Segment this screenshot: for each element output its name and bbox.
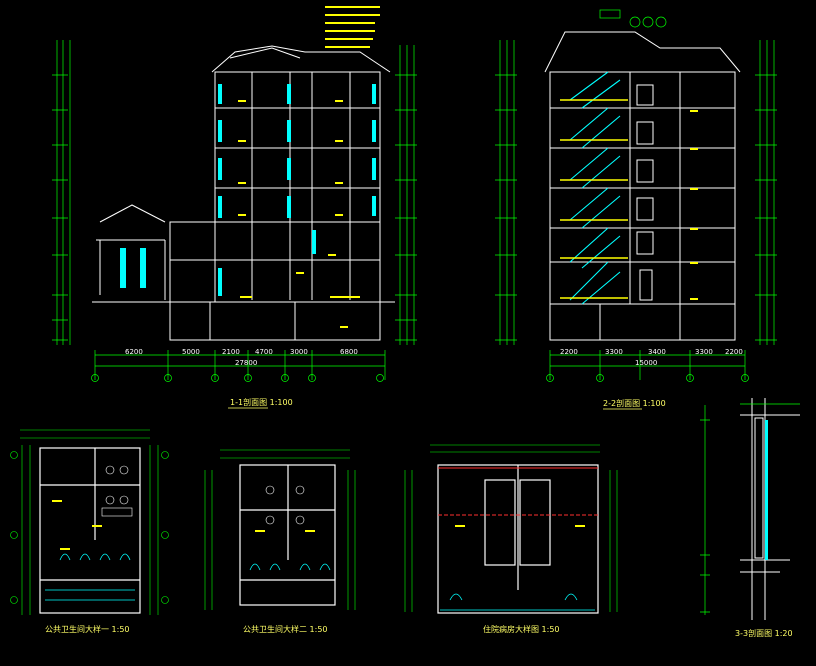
dim-2-b: 3300 [605,348,623,356]
detail-3-title: 住院病房大样图 1:50 [483,624,560,634]
notes-block [325,6,380,48]
dim-2-e: 2200 [725,348,743,356]
dim-1-total: 27800 [235,359,257,367]
dim-1-a: 6200 [125,348,143,356]
room-labels-section-1 [238,100,360,328]
building-section-2 [544,31,741,341]
right-elevation-scale-2 [755,40,777,345]
detail-1-title: 公共卫生间大样一 1:50 [45,624,130,634]
dim-2-a: 2200 [560,348,578,356]
section-1-1: 6200 5000 2100 4700 3000 6800 27800 1-1剖… [52,6,417,409]
section-2-roof-marks [599,9,667,28]
section-2-title: 2-2剖面图 1:100 [603,398,666,408]
section-3-title: 3-3剖面图 1:20 [735,628,793,638]
dim-1-b: 5000 [182,348,200,356]
detail-toilet-2: 公共卫生间大样二 1:50 [204,449,356,634]
dim-2-d: 3300 [695,348,713,356]
section-1-title: 1-1剖面图 1:100 [230,397,293,407]
dim-1-d: 4700 [255,348,273,356]
dim-1-f: 6800 [340,348,358,356]
detail-residence: 住院病房大样图 1:50 [404,444,618,634]
dimension-line-1 [94,350,386,380]
section-3-3: 3-3剖面图 1:20 [700,398,800,638]
dim-2-total: 15000 [635,359,657,367]
stair-landings [560,99,628,299]
axis-bubbles-1 [91,374,384,382]
room-labels-section-2 [690,110,698,300]
left-elevation-scale [52,40,71,345]
stairs [569,71,621,305]
right-elevation-scale [395,45,417,345]
section-2-2: 2200 3300 3400 3300 2200 15000 2-2剖面图 1:… [495,9,777,410]
detail-toilet-1: 公共卫生间大样一 1:50 [10,429,169,634]
dim-2-c: 3400 [648,348,666,356]
building-section-1 [92,45,395,341]
dim-1-c: 2100 [222,348,240,356]
windows-section-1 [120,84,376,296]
detail-2-title: 公共卫生间大样二 1:50 [243,624,328,634]
left-elevation-scale-2 [495,40,517,345]
dim-1-e: 3000 [290,348,308,356]
dimension-line-2 [546,350,749,382]
